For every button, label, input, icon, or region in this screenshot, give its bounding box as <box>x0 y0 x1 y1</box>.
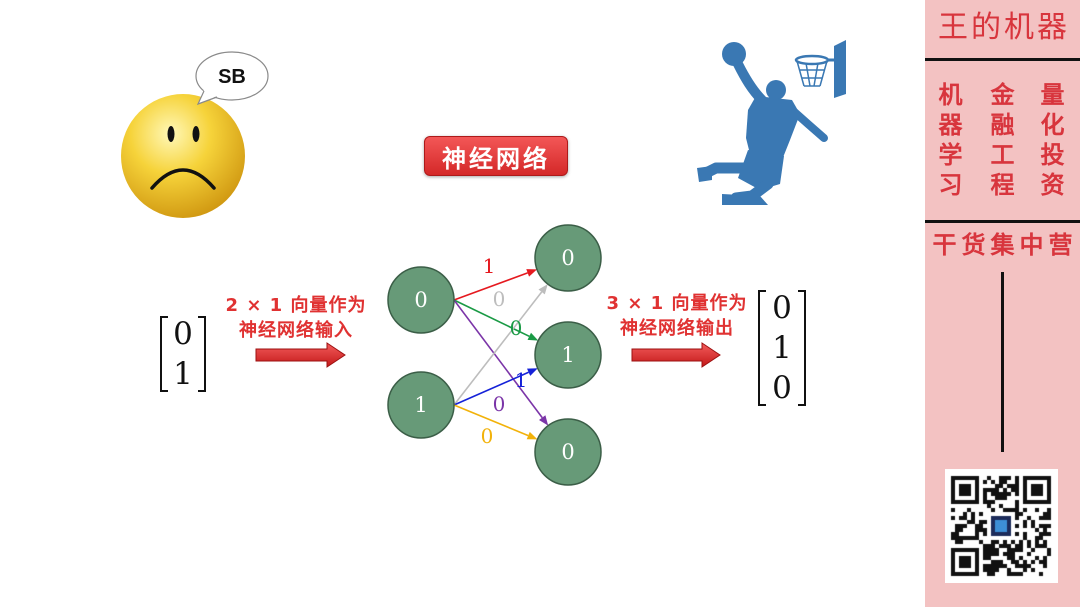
vector-entry: 1 <box>173 356 193 392</box>
player-torso <box>746 96 800 162</box>
sidebar: 王的机器 机器学习 金融工程 量化投资 干货集中营 <box>925 0 1080 607</box>
network-edges <box>453 269 549 440</box>
input-node-label: 1 <box>414 393 427 417</box>
edge-arrowhead <box>527 368 538 376</box>
output-node-label: 0 <box>561 246 574 270</box>
output-caption-line: 神经网络输出 <box>620 318 734 339</box>
network-nodes: 0 1 0 1 0 <box>387 224 602 486</box>
title-badge: 神经网络 <box>424 136 568 176</box>
input-caption: 2 × 1 向量作为 神经网络输入 <box>221 293 371 343</box>
player-shorts <box>738 150 784 190</box>
player-extended-arm <box>786 104 828 142</box>
slide-artwork: SB 0 <box>121 40 846 486</box>
edge-weight-label: 0 <box>493 392 506 416</box>
sidebar-topic-column: 机器学习 <box>934 82 962 202</box>
left-bracket <box>758 290 766 406</box>
output-vector: 0 1 0 <box>758 290 806 406</box>
right-eye <box>192 126 200 142</box>
edge-input-1-to-output-0 <box>453 291 543 406</box>
left-eye <box>167 126 175 142</box>
player-raised-arm <box>733 59 767 105</box>
input-caption-line: 2 × 1 向量作为 <box>225 295 367 316</box>
output-node-label: 0 <box>561 440 574 464</box>
sidebar-topic-column: 量化投资 <box>1036 82 1064 202</box>
input-caption-line: 神经网络输入 <box>239 320 353 341</box>
input-arrow-icon <box>255 342 346 368</box>
left-bracket <box>160 316 168 392</box>
vector-entry: 0 <box>173 316 193 352</box>
sidebar-topic-column: 金融工程 <box>986 82 1014 202</box>
edge-input-0-to-output-0 <box>453 272 528 301</box>
vector-entry: 1 <box>772 330 792 366</box>
edge-input-0-to-output-2 <box>453 299 543 419</box>
face <box>121 94 245 218</box>
edge-arrowhead <box>526 269 538 277</box>
basketball-player-icon <box>697 42 828 205</box>
edge-arrowhead <box>539 415 549 426</box>
edge-input-0-to-output-1 <box>453 299 530 338</box>
edge-weight-label: 0 <box>510 316 523 340</box>
output-node-circle <box>534 418 602 486</box>
player-head <box>766 80 786 100</box>
output-node: 0 <box>534 224 602 292</box>
edge-arrowhead <box>526 431 538 440</box>
player-shoe <box>722 194 768 205</box>
right-bracket <box>198 316 206 392</box>
qr-code <box>945 469 1058 583</box>
speech-bubble-text: SB <box>218 66 246 88</box>
qr-code-frame <box>945 469 1058 583</box>
input-node: 1 <box>387 371 455 439</box>
output-node-circle <box>534 224 602 292</box>
output-node: 1 <box>534 321 602 389</box>
right-bracket <box>798 290 806 406</box>
hoop-net <box>796 60 828 87</box>
input-node-circle <box>387 266 455 334</box>
sidebar-divider <box>925 220 1080 223</box>
input-node-label: 0 <box>414 288 427 312</box>
sidebar-divider <box>925 58 1080 61</box>
player-back-foot <box>697 166 712 182</box>
edge-weight-label: 1 <box>515 368 528 392</box>
edge-weight-label: 0 <box>493 287 506 311</box>
output-arrow-icon <box>631 342 721 368</box>
basketball-hoop-icon <box>794 40 846 98</box>
edge-weight-label: 1 <box>483 254 496 278</box>
vector-entry: 0 <box>772 290 792 326</box>
output-node-label: 1 <box>561 343 574 367</box>
input-node-circle <box>387 371 455 439</box>
output-caption: 3 × 1 向量作为 神经网络输出 <box>602 291 752 341</box>
speech-bubble: SB <box>195 51 269 106</box>
speech-bubble-tail-outline <box>196 90 218 106</box>
speech-bubble-body <box>195 51 269 101</box>
input-vector: 0 1 <box>160 316 206 392</box>
input-node: 0 <box>387 266 455 334</box>
edge-weight-label: 0 <box>481 424 494 448</box>
sad-face-icon <box>121 94 245 218</box>
hoop-rim <box>794 54 830 66</box>
output-caption-line: 3 × 1 向量作为 <box>606 293 748 314</box>
hoop-backboard <box>834 40 846 98</box>
sidebar-title: 王的机器 <box>938 10 1070 45</box>
vector-entry: 0 <box>772 370 792 406</box>
frown-mouth <box>150 168 216 190</box>
sidebar-vertical-line <box>1001 272 1004 452</box>
edge-input-1-to-output-2 <box>453 404 529 437</box>
edge-arrowhead <box>527 332 539 341</box>
output-node-circle <box>534 321 602 389</box>
edge-input-1-to-output-1 <box>453 371 529 406</box>
sidebar-slogan: 干货集中营 <box>932 231 1078 259</box>
edge-arrowhead <box>538 284 548 295</box>
output-node: 0 <box>534 418 602 486</box>
